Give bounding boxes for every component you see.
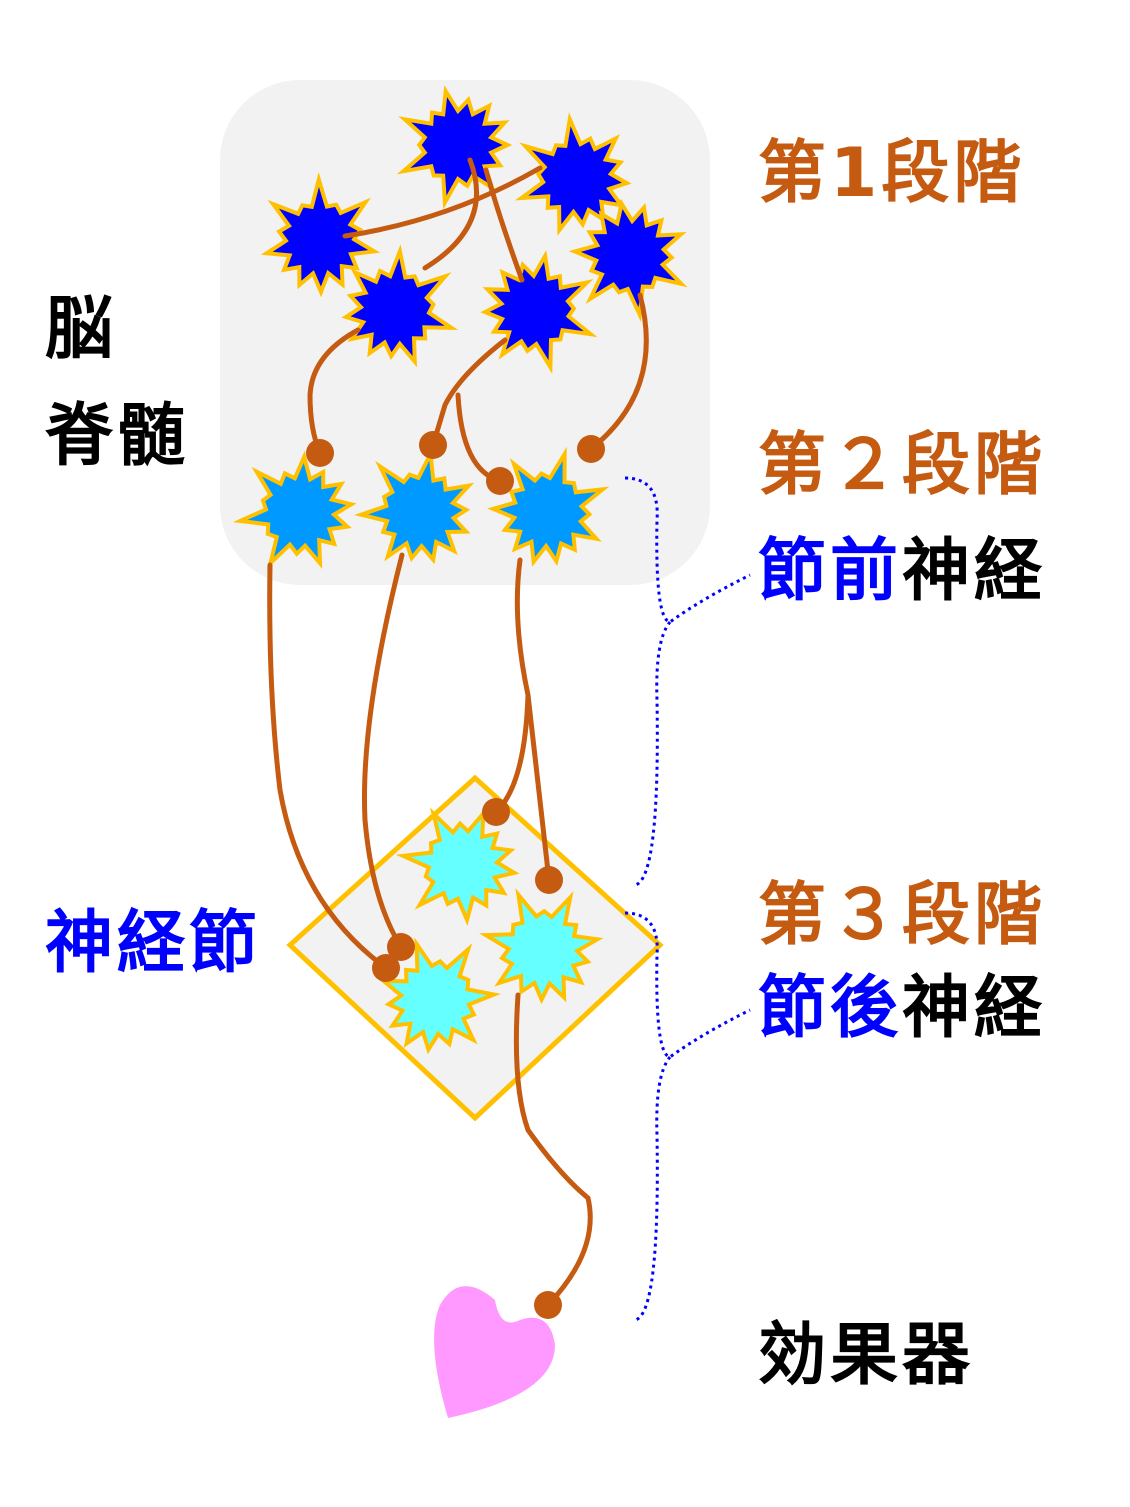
preganglionic-neuron xyxy=(354,446,475,565)
cns-neuron xyxy=(260,172,381,298)
postganglionic-neuron xyxy=(395,807,520,926)
preganglionic-prefix: 節前 xyxy=(758,532,903,611)
synapse-terminal xyxy=(419,431,447,459)
axon xyxy=(483,167,525,283)
cns-neuron xyxy=(514,112,632,236)
axon xyxy=(307,327,361,456)
nerve-suffix: 神経 xyxy=(902,532,1047,611)
brace-postganglionic xyxy=(624,911,751,1322)
cns-neuron xyxy=(568,198,688,323)
label-stage3: 第３段階 xyxy=(758,876,1047,955)
synapse-terminal xyxy=(486,467,514,495)
axon xyxy=(342,165,543,239)
postganglionic-prefix: 節後 xyxy=(758,969,903,1048)
postganglionic-neuron xyxy=(377,937,501,1055)
label-spinal-cord: 脊髄 xyxy=(45,397,190,476)
effector-heart-icon xyxy=(434,1286,555,1418)
axon xyxy=(588,292,649,452)
axon xyxy=(493,557,531,815)
axon xyxy=(361,552,405,950)
preganglionic-neuron xyxy=(232,450,357,570)
label-stage1: 第1段階 xyxy=(758,134,1026,213)
postganglionic-neuron xyxy=(479,888,604,1005)
label-postganglionic-nerve: 節後神経 xyxy=(758,975,1046,1043)
axon xyxy=(525,692,552,883)
axon xyxy=(430,337,508,448)
synapse-terminal xyxy=(535,866,563,894)
synapse-terminal xyxy=(482,798,510,826)
label-brain: 脳 xyxy=(45,290,118,369)
label-effector: 効果器 xyxy=(758,1316,975,1395)
synapse-terminal xyxy=(534,1291,562,1319)
cns-neuron xyxy=(480,250,598,374)
label-ganglion: 神経節 xyxy=(45,904,262,983)
axon xyxy=(422,157,480,271)
label-stage2: 第２段階 xyxy=(758,426,1047,505)
synapse-terminal xyxy=(387,933,415,961)
synapse-terminal xyxy=(306,439,334,467)
label-preganglionic-nerve: 節前神経 xyxy=(758,538,1046,606)
brace-preganglionic xyxy=(624,476,751,887)
nerve-suffix: 神経 xyxy=(902,969,1047,1048)
cns-neuron xyxy=(396,85,513,210)
cns-neuron xyxy=(341,244,459,368)
axon xyxy=(513,992,593,1308)
synapse-terminal xyxy=(372,954,400,982)
synapse-terminal xyxy=(577,435,605,463)
ganglion-region xyxy=(286,774,664,1122)
preganglionic-neuron xyxy=(487,446,610,567)
axon xyxy=(267,562,389,971)
